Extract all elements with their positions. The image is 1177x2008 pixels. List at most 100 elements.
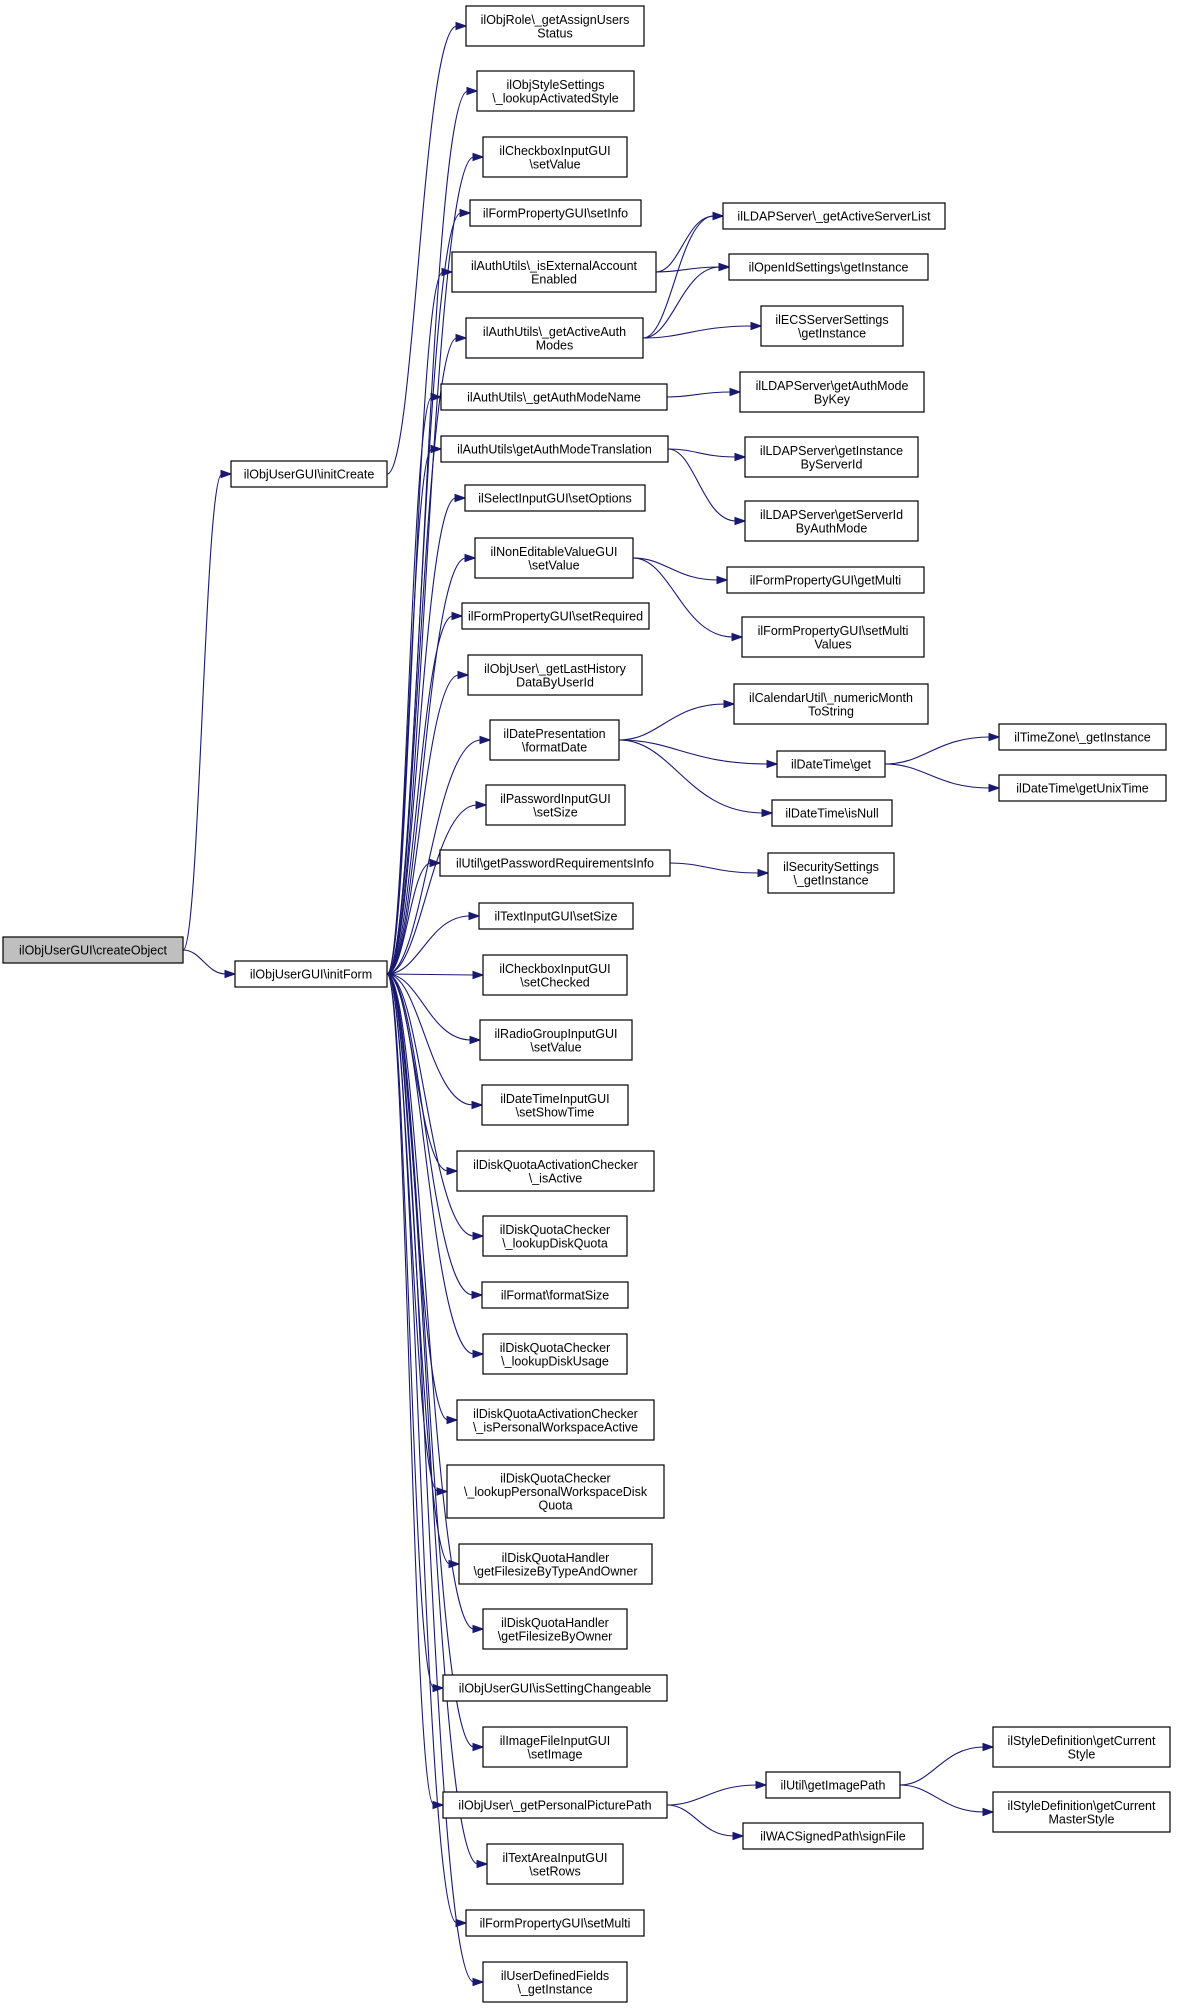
node-is-setting-changeable[interactable]: ilObjUserGUI\isSettingChangeable <box>442 1674 668 1702</box>
edge-init-form-to-lookup-disk-quota <box>386 973 485 1241</box>
node-nev-set-value[interactable]: ilNonEditableValueGUI\setValue <box>474 537 634 579</box>
node-is-pws-active[interactable]: ilDiskQuotaActivationChecker\_isPersonal… <box>456 1399 655 1441</box>
edge-init-form-to-udf-get-instance <box>386 973 485 1987</box>
node-label-line: ByServerId <box>801 457 863 471</box>
node-format-date[interactable]: ilDatePresentation\formatDate <box>489 719 620 761</box>
node-lookup-disk-quota[interactable]: ilDiskQuotaChecker\_lookupDiskQuota <box>482 1215 628 1257</box>
node-box <box>2 936 184 964</box>
node-label-line: ilDateTime\isNull <box>785 807 878 821</box>
node-label-line: ilAuthUtils\_getAuthModeName <box>467 391 641 405</box>
node-label-line: \setChecked <box>520 975 590 989</box>
node-box <box>760 305 904 347</box>
node-open-id-get-instance[interactable]: ilOpenIdSettings\getInstance <box>728 253 929 281</box>
node-get-auth-mode-name[interactable]: ilAuthUtils\_getAuthModeName <box>440 383 668 411</box>
node-init-create[interactable]: ilObjUserGUI\initCreate <box>230 460 388 488</box>
node-dqa-is-active[interactable]: ilDiskQuotaActivationChecker\_isActive <box>456 1150 655 1192</box>
edge-init-form-to-rg-set-value <box>386 973 482 1045</box>
node-dt-get-unix-time[interactable]: ilDateTime\getUnixTime <box>998 774 1167 802</box>
node-box <box>482 136 628 178</box>
node-dt-is-null[interactable]: ilDateTime\isNull <box>771 799 893 827</box>
node-lookup-disk-usage[interactable]: ilDiskQuotaChecker\_lookupDiskUsage <box>482 1333 628 1375</box>
node-create-object[interactable]: ilObjUserGUI\createObject <box>2 936 184 964</box>
node-box <box>771 799 893 827</box>
node-label-line: \_lookupDiskQuota <box>502 1236 608 1250</box>
node-label-line: ilDateTime\getUnixTime <box>1016 782 1148 796</box>
node-fp-get-multi[interactable]: ilFormPropertyGUI\getMulti <box>726 566 925 594</box>
node-label-line: \setSize <box>533 805 578 819</box>
edge-init-form-to-nev-set-value <box>386 553 477 975</box>
node-img-set-image[interactable]: ilImageFileInputGUI\setImage <box>482 1726 628 1768</box>
node-label-line: ilDateTimeInputGUI <box>500 1092 609 1106</box>
node-box <box>726 566 925 594</box>
edge-get-active-auth-modes-to-ldap-active-server-list <box>642 211 725 339</box>
node-get-image-path[interactable]: ilUtil\getImagePath <box>765 1771 901 1799</box>
node-get-auth-mode-translation[interactable]: ilAuthUtils\getAuthModeTranslation <box>440 435 669 463</box>
node-label-line: \_isPersonalWorkspaceActive <box>473 1420 638 1434</box>
node-label-line: ToString <box>808 704 854 718</box>
node-label-line: ilUtil\getPasswordRequirementsInfo <box>456 857 654 871</box>
node-get-fs-by-owner[interactable]: ilDiskQuotaHandler\getFilesizeByOwner <box>482 1608 628 1650</box>
node-box <box>230 460 388 488</box>
node-box <box>464 484 646 512</box>
node-sel-set-options[interactable]: ilSelectInputGUI\setOptions <box>464 484 646 512</box>
node-ldap-active-server-list[interactable]: ilLDAPServer\_getActiveServerList <box>722 202 946 230</box>
node-lookup-activated-style[interactable]: ilObjStyleSettings\_lookupActivatedStyle <box>476 70 635 112</box>
node-wac-sign-file[interactable]: ilWACSignedPath\signFile <box>742 1822 924 1850</box>
node-label-line: Values <box>814 637 851 651</box>
node-ecs-get-instance[interactable]: ilECSServerSettings\getInstance <box>760 305 904 347</box>
edge-get-image-path-to-style-get-current-style <box>899 1742 995 1786</box>
edge-init-form-to-format-date <box>386 735 492 975</box>
node-udf-get-instance[interactable]: ilUserDefinedFields\_getInstance <box>482 1961 628 2003</box>
node-box <box>742 1822 924 1850</box>
node-dt-set-show-time[interactable]: ilDateTimeInputGUI\setShowTime <box>481 1084 629 1126</box>
node-init-form[interactable]: ilObjUserGUI\initForm <box>234 960 388 988</box>
node-box <box>767 852 895 894</box>
node-tz-get-instance[interactable]: ilTimeZone\_getInstance <box>998 723 1167 751</box>
node-fp-set-multi[interactable]: ilFormPropertyGUI\setMulti <box>465 1909 645 1937</box>
node-box <box>465 1909 645 1937</box>
edge-get-auth-mode-translation-to-ldap-server-id-by-auth-mode <box>667 448 747 526</box>
node-dt-get[interactable]: ilDateTime\get <box>776 750 886 778</box>
node-box <box>482 1215 628 1257</box>
node-label-line: ilObjUserGUI\initForm <box>250 968 372 982</box>
node-get-personal-picture-path[interactable]: ilObjUser\_getPersonalPicturePath <box>442 1791 668 1819</box>
edge-get-personal-picture-path-to-wac-sign-file <box>666 1804 745 1841</box>
node-txt-set-size[interactable]: ilTextInputGUI\setSize <box>478 902 634 930</box>
node-box <box>482 1608 628 1650</box>
node-box <box>482 1961 628 2003</box>
node-pw-set-size[interactable]: ilPasswordInputGUI\setSize <box>485 784 626 826</box>
node-cb-set-checked[interactable]: ilCheckboxInputGUI\setChecked <box>482 954 628 996</box>
node-sec-settings-get-instance[interactable]: ilSecuritySettings\_getInstance <box>767 852 895 894</box>
node-label-line: \_lookupActivatedStyle <box>492 91 619 105</box>
edge-get-auth-mode-translation-to-ldap-instance-by-server-id <box>667 448 747 462</box>
node-cb-set-value[interactable]: ilCheckboxInputGUI\setValue <box>482 136 628 178</box>
node-fp-set-info[interactable]: ilFormPropertyGUI\setInfo <box>469 199 642 227</box>
edge-format-date-to-numeric-month-to-string <box>618 699 736 741</box>
node-get-fs-by-type-owner[interactable]: ilDiskQuotaHandler\getFilesizeByTypeAndO… <box>458 1543 653 1585</box>
node-box <box>733 683 929 725</box>
node-get-pw-req-info[interactable]: ilUtil\getPasswordRequirementsInfo <box>439 849 671 877</box>
node-box <box>992 1726 1171 1768</box>
node-box <box>476 70 635 112</box>
edge-get-image-path-to-style-get-current-master-style <box>899 1784 995 1817</box>
node-lookup-pws-disk-quota[interactable]: ilDiskQuotaChecker\_lookupPersonalWorksp… <box>446 1464 665 1519</box>
node-ta-set-rows[interactable]: ilTextAreaInputGUI\setRows <box>486 1843 624 1885</box>
node-label-line: ilDateTime\get <box>791 758 872 772</box>
node-fp-set-required[interactable]: ilFormPropertyGUI\setRequired <box>461 602 650 630</box>
node-format-size[interactable]: ilFormat\formatSize <box>481 1281 629 1309</box>
edge-init-form-to-get-last-history <box>386 670 470 975</box>
node-rg-set-value[interactable]: ilRadioGroupInputGUI\setValue <box>479 1019 633 1061</box>
node-label-line: ilECSServerSettings <box>775 313 888 327</box>
node-label-line: \formatDate <box>522 740 587 754</box>
